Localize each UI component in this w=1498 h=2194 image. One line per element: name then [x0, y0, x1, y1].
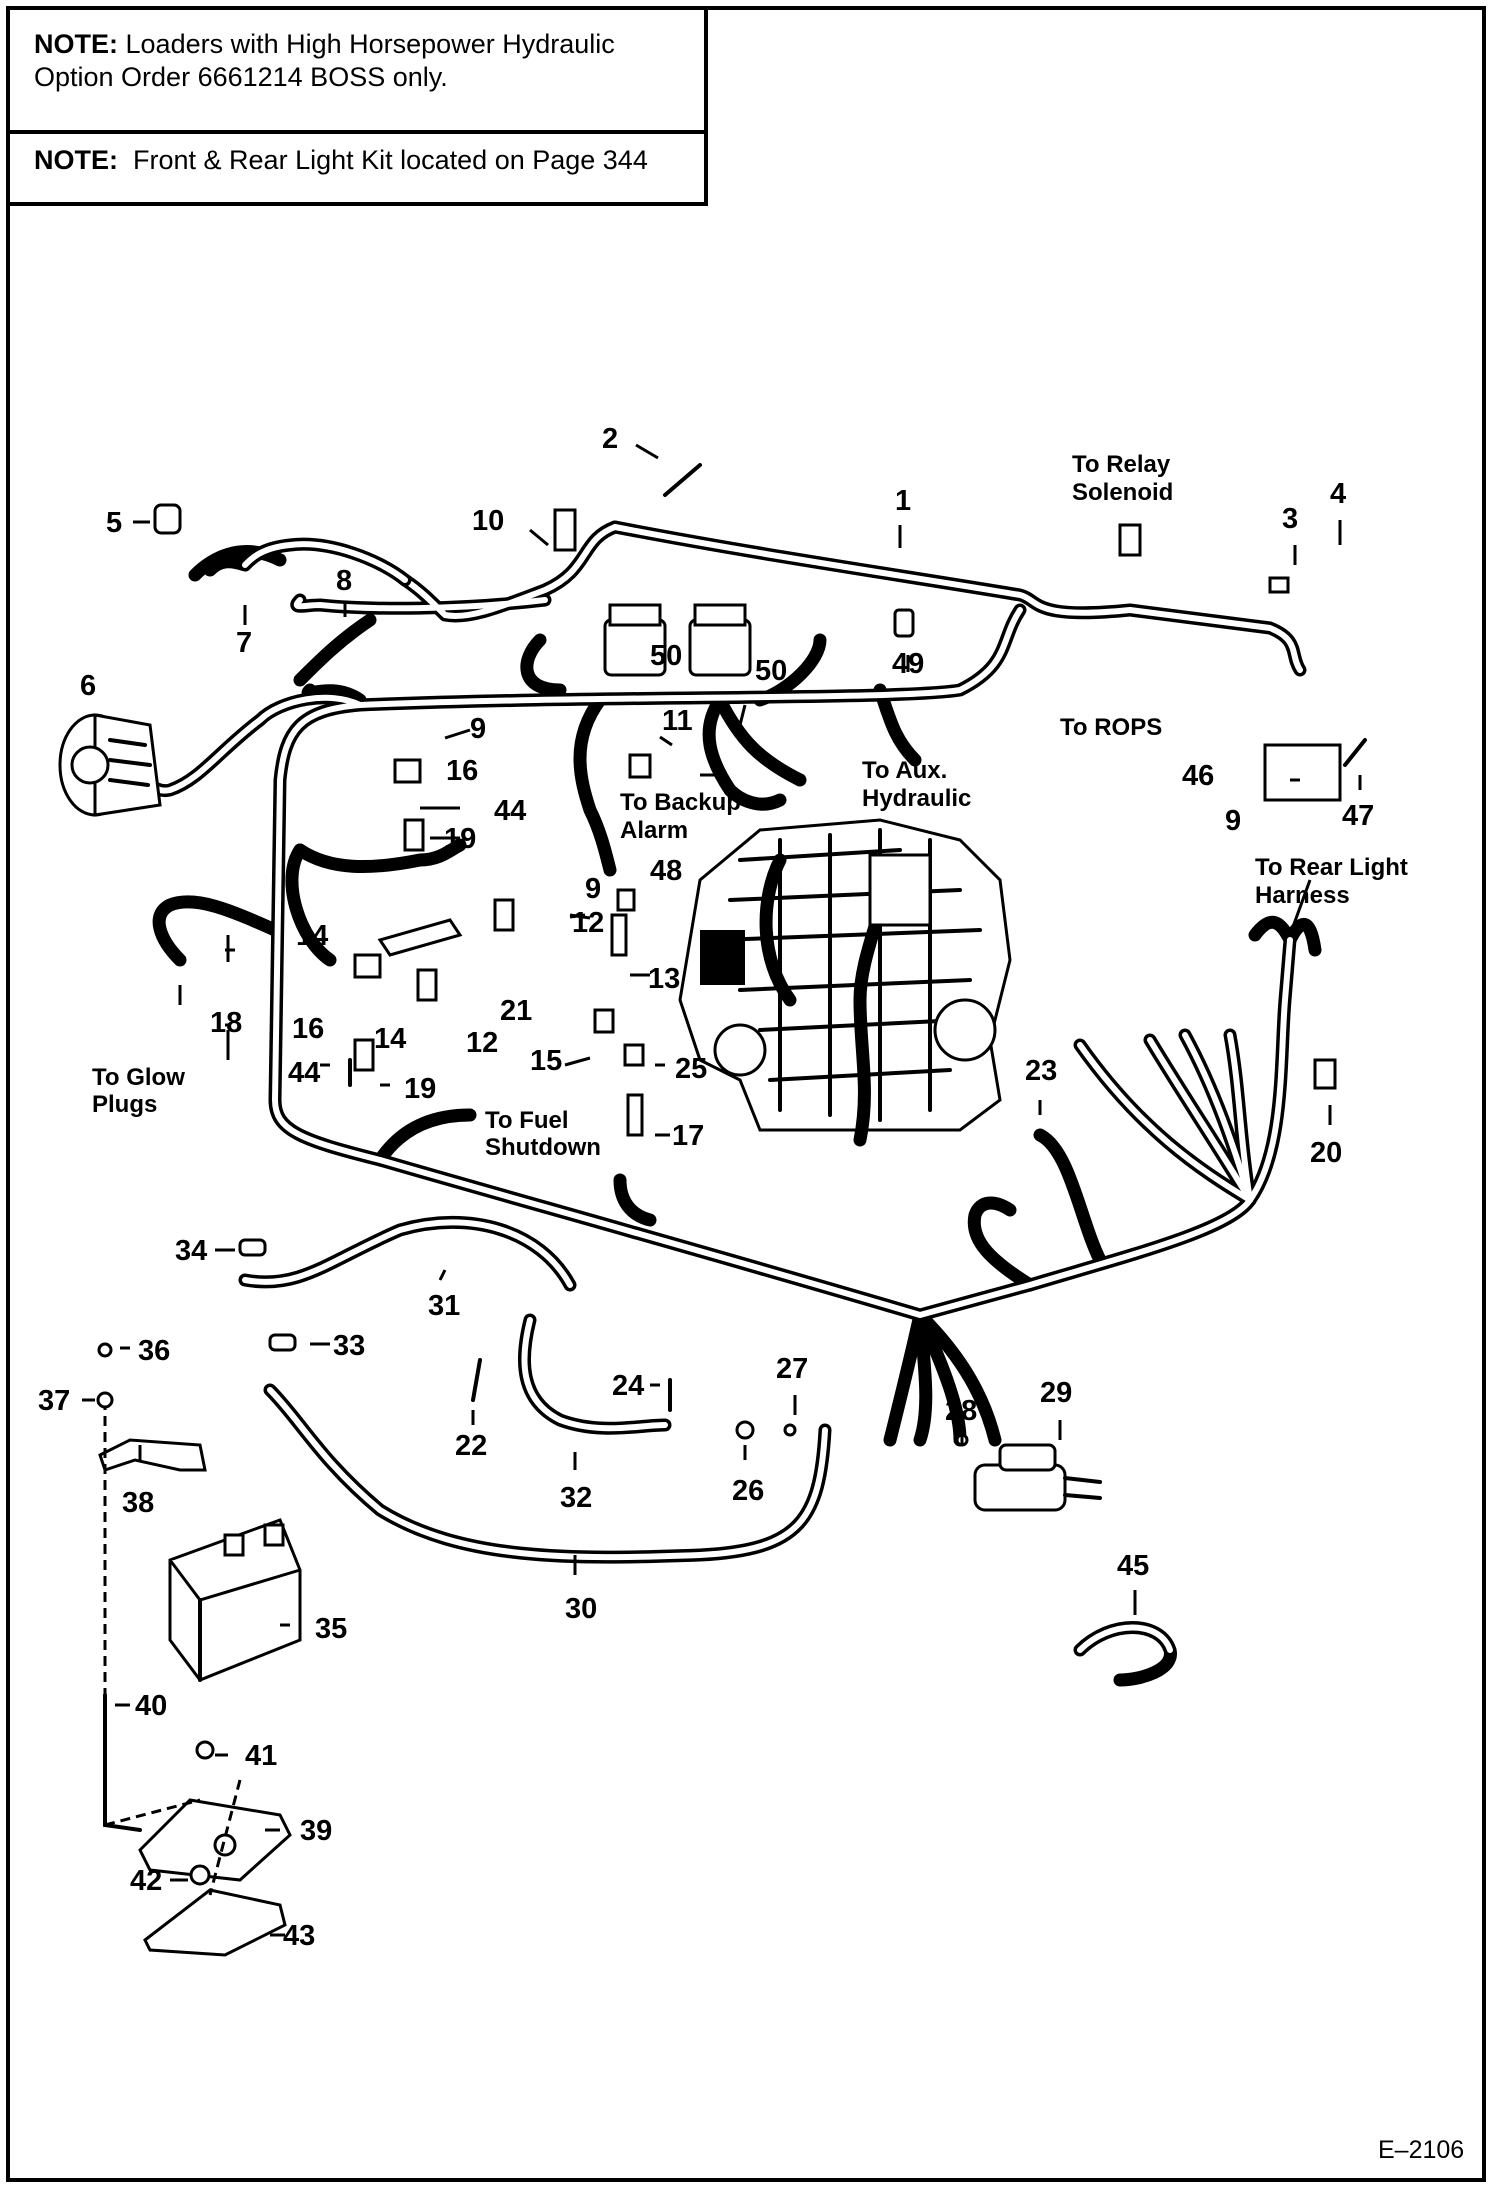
label-14b: 14 — [374, 1023, 406, 1055]
label-8: 8 — [336, 565, 352, 597]
label-14a: 14 — [296, 920, 328, 952]
label-30: 30 — [565, 1593, 597, 1625]
hold-down-bracket-38 — [98, 1438, 207, 1472]
label-37: 37 — [38, 1385, 70, 1417]
note-prefix: NOTE: — [34, 29, 118, 59]
label-15: 15 — [530, 1045, 562, 1077]
label-7: 7 — [236, 627, 252, 659]
label-10: 10 — [472, 505, 504, 537]
part-labels: 1 2 3 4 5 6 7 8 9 9 9 10 11 12 12 13 14 … — [38, 423, 1374, 1952]
caption-relay-2: Solenoid — [1072, 479, 1173, 506]
note-prefix: NOTE: — [34, 145, 118, 175]
label-23: 23 — [1025, 1055, 1057, 1087]
label-39: 39 — [300, 1815, 332, 1847]
label-2: 2 — [602, 423, 618, 455]
caption-relay-1: To Relay — [1072, 451, 1171, 478]
label-50a: 50 — [650, 640, 682, 672]
label-34: 34 — [175, 1235, 207, 1267]
diagram-frame — [6, 6, 1486, 2182]
battery — [168, 1518, 302, 1682]
caption-rops: To ROPS — [1060, 714, 1162, 741]
label-20: 20 — [1310, 1137, 1342, 1169]
label-16a: 16 — [446, 755, 478, 787]
label-25: 25 — [675, 1053, 707, 1085]
label-47: 47 — [1342, 800, 1374, 832]
caption-fuel-1: To Fuel — [485, 1107, 569, 1134]
engine-assembly — [678, 818, 1012, 1147]
caption-glow-1: To Glow — [92, 1064, 185, 1091]
label-16b: 16 — [292, 1013, 324, 1045]
label-27: 27 — [776, 1353, 808, 1385]
label-43: 43 — [283, 1920, 315, 1952]
label-35: 35 — [315, 1613, 347, 1645]
label-48: 48 — [650, 855, 682, 887]
label-44a: 44 — [494, 795, 526, 827]
label-31: 31 — [428, 1290, 460, 1322]
plate-43 — [143, 1888, 287, 1957]
label-21: 21 — [500, 995, 532, 1027]
leader-lines — [82, 443, 1362, 1937]
label-5: 5 — [106, 507, 122, 539]
fuel-filters — [603, 603, 752, 677]
label-28: 28 — [945, 1395, 977, 1427]
caption-backup-1: To Backup — [620, 789, 741, 816]
label-9c: 9 — [1225, 805, 1241, 837]
label-44b: 44 — [288, 1057, 320, 1089]
label-49: 49 — [892, 648, 924, 680]
label-36: 36 — [138, 1335, 170, 1367]
label-46: 46 — [1182, 760, 1214, 792]
caption-backup-2: Alarm — [620, 817, 688, 844]
note-text-line2: Option Order 6661214 BOSS only. — [34, 62, 448, 92]
label-29: 29 — [1040, 1377, 1072, 1409]
label-3: 3 — [1282, 503, 1298, 535]
label-19a: 19 — [444, 823, 476, 855]
label-11: 11 — [662, 705, 693, 737]
caption-rear-1: To Rear Light — [1255, 854, 1408, 881]
label-4: 4 — [1330, 478, 1346, 510]
label-9b: 9 — [585, 873, 601, 905]
note-light-kit: NOTE: Front & Rear Light Kit located on … — [6, 130, 708, 206]
label-50b: 50 — [755, 655, 787, 687]
label-33: 33 — [333, 1330, 365, 1362]
caption-fuel-2: Shutdown — [485, 1134, 601, 1161]
label-38: 38 — [122, 1487, 154, 1519]
note-text-line1: Loaders with High Horsepower Hydraulic — [125, 29, 615, 59]
label-26: 26 — [732, 1475, 764, 1507]
starter-motor — [973, 1443, 1102, 1512]
captions: To Relay Solenoid To ROPS To Aux. Hydrau… — [92, 451, 1408, 1161]
label-18: 18 — [210, 1007, 242, 1039]
label-22: 22 — [455, 1430, 487, 1462]
caption-aux-2: Hydraulic — [862, 785, 971, 812]
label-41: 41 — [245, 1740, 277, 1772]
label-13: 13 — [648, 963, 680, 995]
caption-aux-1: To Aux. — [862, 757, 947, 784]
label-45: 45 — [1117, 1550, 1149, 1582]
label-12b: 12 — [466, 1027, 498, 1059]
label-1: 1 — [895, 485, 911, 517]
label-24: 24 — [612, 1370, 644, 1402]
label-17: 17 — [672, 1120, 704, 1152]
label-12a: 12 — [572, 907, 604, 939]
page-code: E–2106 — [1378, 2136, 1464, 2164]
label-42: 42 — [130, 1865, 162, 1897]
label-9a: 9 — [470, 713, 486, 745]
label-19b: 19 — [404, 1073, 436, 1105]
label-40: 40 — [135, 1690, 167, 1722]
label-32: 32 — [560, 1482, 592, 1514]
small-parts — [96, 463, 1367, 1886]
caption-rear-2: Harness — [1255, 882, 1350, 909]
note-text: Front & Rear Light Kit located on Page 3… — [133, 145, 648, 175]
battery-tray-39 — [138, 1798, 292, 1882]
note-high-horsepower: NOTE: Loaders with High Horsepower Hydra… — [6, 6, 708, 134]
alternator — [58, 713, 162, 817]
caption-glow-2: Plugs — [92, 1091, 157, 1118]
label-6: 6 — [80, 670, 96, 702]
